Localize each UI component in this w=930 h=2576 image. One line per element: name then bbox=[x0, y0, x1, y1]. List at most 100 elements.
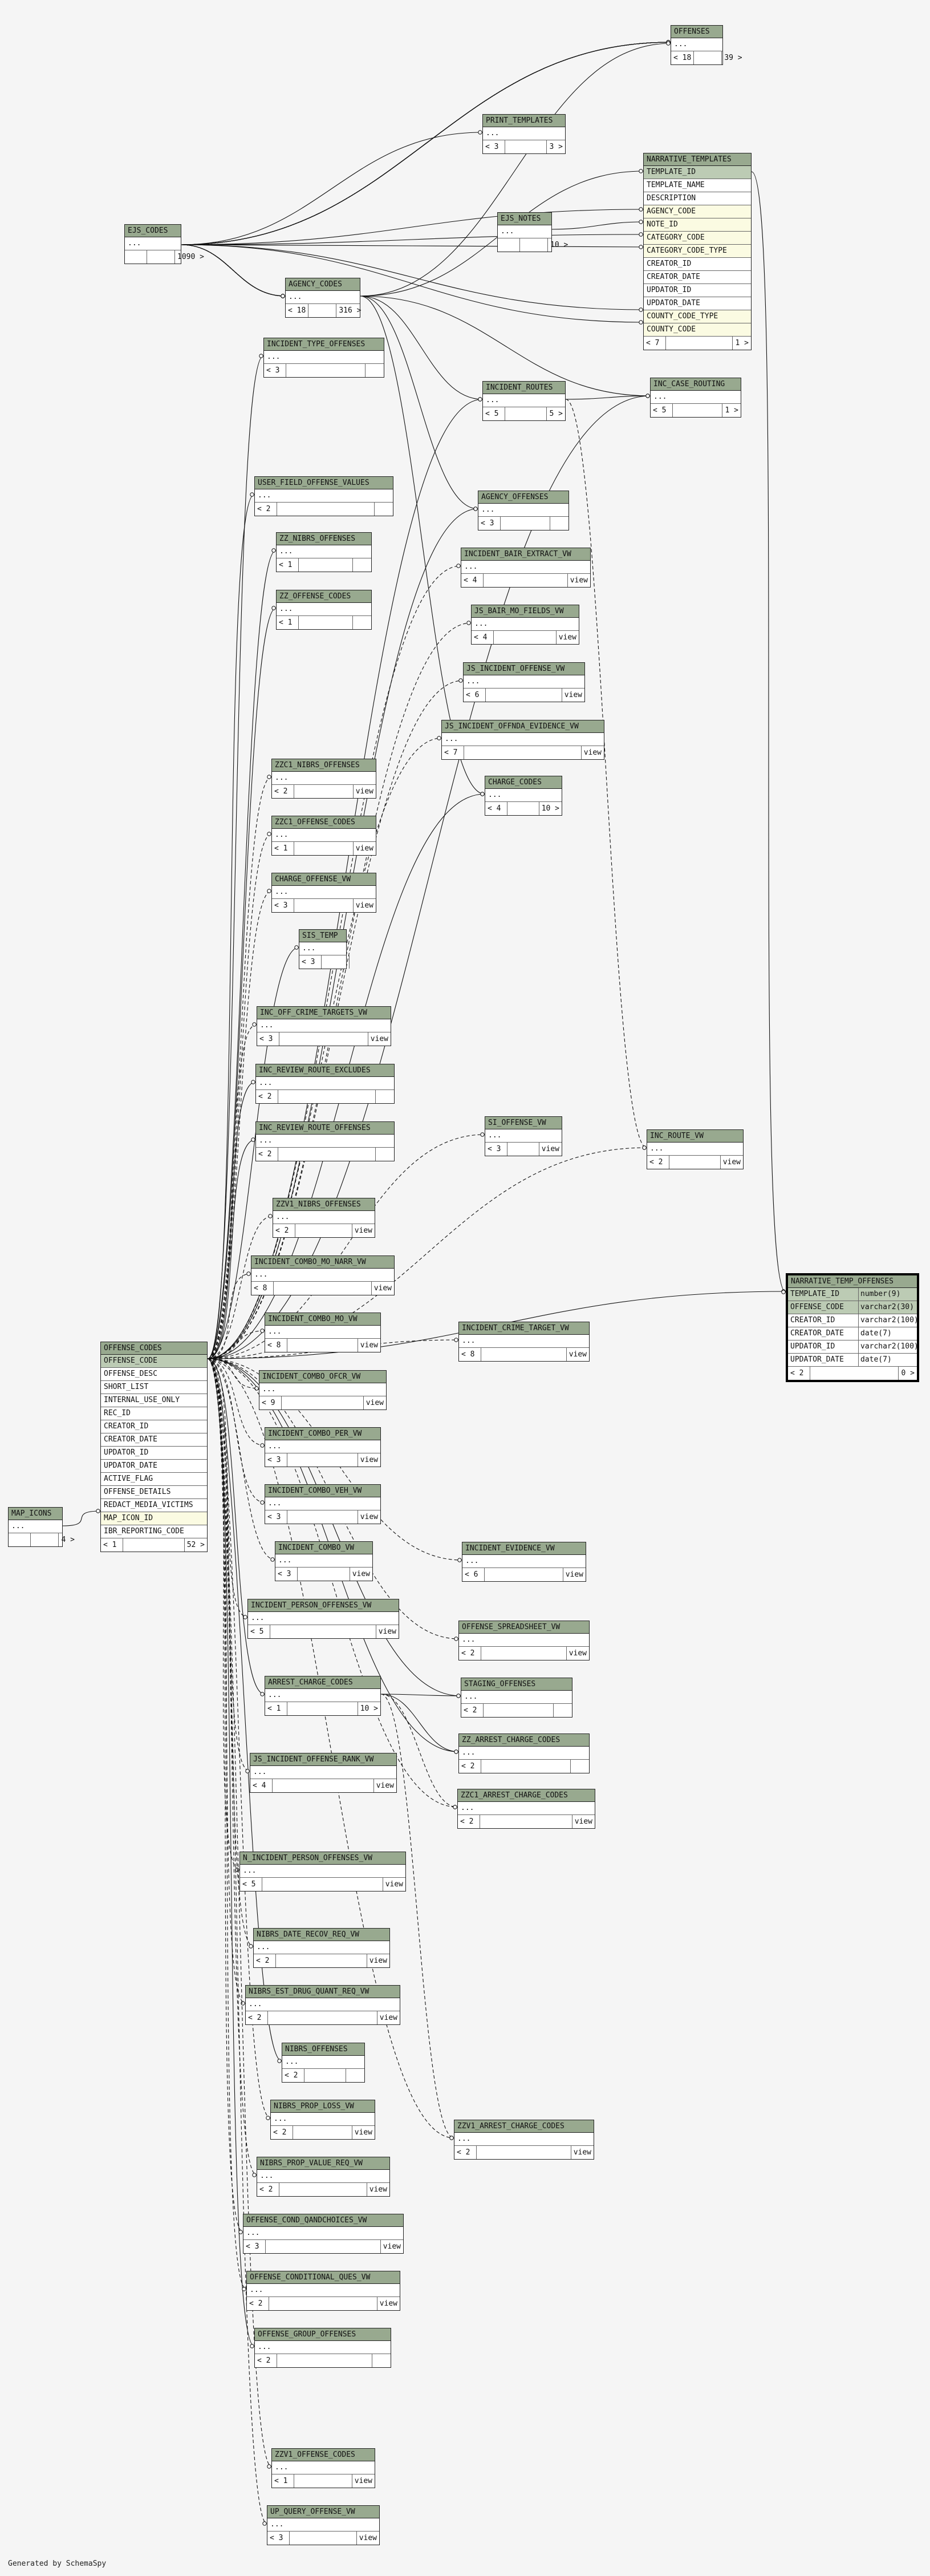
table-title[interactable]: CHARGE_OFFENSE_VW bbox=[272, 873, 376, 886]
table-title[interactable]: INC_ROUTE_VW bbox=[647, 1130, 743, 1143]
table-title[interactable]: ZZV1_ARREST_CHARGE_CODES bbox=[454, 2120, 594, 2133]
table-nibrs-offenses[interactable]: NIBRS_OFFENSES...< 2 bbox=[282, 2043, 365, 2083]
table-title[interactable]: NIBRS_PROP_VALUE_REQ_VW bbox=[257, 2157, 389, 2170]
table-title[interactable]: UP_QUERY_OFFENSE_VW bbox=[267, 2506, 379, 2518]
table-map-icons[interactable]: MAP_ICONS...4 > bbox=[8, 1507, 75, 1547]
table-zz-arrest-charge-codes[interactable]: ZZ_ARREST_CHARGE_CODES...< 2 bbox=[458, 1733, 590, 1773]
table-title[interactable]: AGENCY_OFFENSES bbox=[478, 491, 568, 504]
table-title[interactable]: INCIDENT_COMBO_VW bbox=[275, 1542, 372, 1554]
table-title[interactable]: ZZC1_NIBRS_OFFENSES bbox=[272, 759, 376, 772]
table-title[interactable]: MAP_ICONS bbox=[9, 1508, 62, 1520]
table-title[interactable]: NARRATIVE_TEMPLATES bbox=[644, 153, 751, 166]
table-title[interactable]: ZZ_OFFENSE_CODES bbox=[277, 590, 371, 603]
table-title[interactable]: OFFENSE_CONDITIONAL_QUES_VW bbox=[247, 2271, 400, 2284]
table-ejs-notes[interactable]: EJS_NOTES...10 > bbox=[497, 212, 568, 252]
table-incident-type-offenses[interactable]: INCIDENT_TYPE_OFFENSES...< 3 bbox=[263, 338, 384, 378]
table-title[interactable]: JS_BAIR_MO_FIELDS_VW bbox=[472, 605, 579, 618]
table-title[interactable]: NIBRS_DATE_RECOV_REQ_VW bbox=[254, 1929, 389, 1941]
table-title[interactable]: INCIDENT_COMBO_PER_VW bbox=[265, 1428, 380, 1440]
table-title[interactable]: ZZC1_ARREST_CHARGE_CODES bbox=[458, 1789, 595, 1802]
table-title[interactable]: INC_REVIEW_ROUTE_OFFENSES bbox=[256, 1122, 394, 1135]
table-title[interactable]: ZZC1_OFFENSE_CODES bbox=[272, 816, 376, 829]
table-title[interactable]: ZZV1_NIBRS_OFFENSES bbox=[273, 1198, 375, 1211]
table-title[interactable]: STAGING_OFFENSES bbox=[461, 1678, 572, 1691]
table-sis-temp[interactable]: SIS_TEMP...< 3 bbox=[299, 929, 350, 969]
table-title[interactable]: NARRATIVE_TEMP_OFFENSES bbox=[788, 1275, 917, 1288]
table-title[interactable]: INC_REVIEW_ROUTE_EXCLUDES bbox=[256, 1064, 394, 1077]
table-title[interactable]: INCIDENT_PERSON_OFFENSES_VW bbox=[248, 1599, 399, 1612]
table-title[interactable]: NIBRS_PROP_LOSS_VW bbox=[271, 2100, 375, 2113]
table-zz-nibrs-offenses[interactable]: ZZ_NIBRS_OFFENSES...< 1 bbox=[276, 532, 372, 572]
table-title[interactable]: INCIDENT_COMBO_VEH_VW bbox=[265, 1485, 380, 1497]
table-title[interactable]: INCIDENT_CRIME_TARGET_VW bbox=[459, 1322, 589, 1335]
table-title[interactable]: SI_OFFENSE_VW bbox=[485, 1117, 562, 1129]
table-title[interactable]: INC_CASE_ROUTING bbox=[651, 378, 741, 391]
table-inc-review-route-excludes[interactable]: INC_REVIEW_ROUTE_EXCLUDES...< 2 bbox=[255, 1064, 395, 1104]
table-title[interactable]: INCIDENT_COMBO_OFCR_VW bbox=[259, 1371, 386, 1383]
table-title[interactable]: NIBRS_OFFENSES bbox=[282, 2043, 364, 2056]
table-title[interactable]: ZZ_NIBRS_OFFENSES bbox=[277, 533, 371, 545]
table-title[interactable]: JS_INCIDENT_OFFENSE_RANK_VW bbox=[250, 1753, 396, 1766]
table-title[interactable]: AGENCY_CODES bbox=[286, 278, 360, 291]
table-title[interactable]: USER_FIELD_OFFENSE_VALUES bbox=[255, 477, 393, 489]
table-title[interactable]: OFFENSE_GROUP_OFFENSES bbox=[255, 2328, 391, 2341]
table-title[interactable]: ARREST_CHARGE_CODES bbox=[265, 1676, 380, 1689]
table-title[interactable]: INCIDENT_BAIR_EXTRACT_VW bbox=[461, 548, 590, 561]
table-zz-offense-codes[interactable]: ZZ_OFFENSE_CODES...< 1 bbox=[276, 590, 372, 630]
table-title[interactable]: JS_INCIDENT_OFFNDA_EVIDENCE_VW bbox=[442, 720, 604, 733]
table-title[interactable]: NIBRS_EST_DRUG_QUANT_REQ_VW bbox=[246, 1986, 400, 1998]
table-title[interactable]: EJS_CODES bbox=[125, 225, 181, 237]
table-title[interactable]: INCIDENT_COMBO_MO_NARR_VW bbox=[251, 1256, 394, 1269]
table-staging-offenses[interactable]: STAGING_OFFENSES...< 2 bbox=[461, 1678, 572, 1718]
table-title[interactable]: OFFENSES bbox=[671, 26, 722, 38]
table-title[interactable]: INCIDENT_ROUTES bbox=[483, 382, 565, 394]
table-title[interactable]: SIS_TEMP bbox=[299, 930, 346, 942]
table-title[interactable]: EJS_NOTES bbox=[498, 213, 551, 225]
table-title[interactable]: PRINT_TEMPLATES bbox=[483, 115, 565, 127]
table-offense-group-offenses[interactable]: OFFENSE_GROUP_OFFENSES...< 2 bbox=[254, 2328, 391, 2368]
table-agency-offenses[interactable]: AGENCY_OFFENSES...< 3 bbox=[478, 491, 569, 530]
table-title[interactable]: N_INCIDENT_PERSON_OFFENSES_VW bbox=[240, 1852, 405, 1865]
table-title[interactable]: CHARGE_CODES bbox=[485, 776, 562, 789]
table-title[interactable]: OFFENSE_CODES bbox=[101, 1342, 207, 1355]
table-title[interactable]: INCIDENT_TYPE_OFFENSES bbox=[264, 338, 384, 351]
table-title[interactable]: ZZ_ARREST_CHARGE_CODES bbox=[459, 1734, 589, 1747]
table-title[interactable]: INCIDENT_COMBO_MO_VW bbox=[265, 1313, 380, 1326]
table-inc-review-route-offenses[interactable]: INC_REVIEW_ROUTE_OFFENSES...< 2 bbox=[255, 1121, 395, 1161]
